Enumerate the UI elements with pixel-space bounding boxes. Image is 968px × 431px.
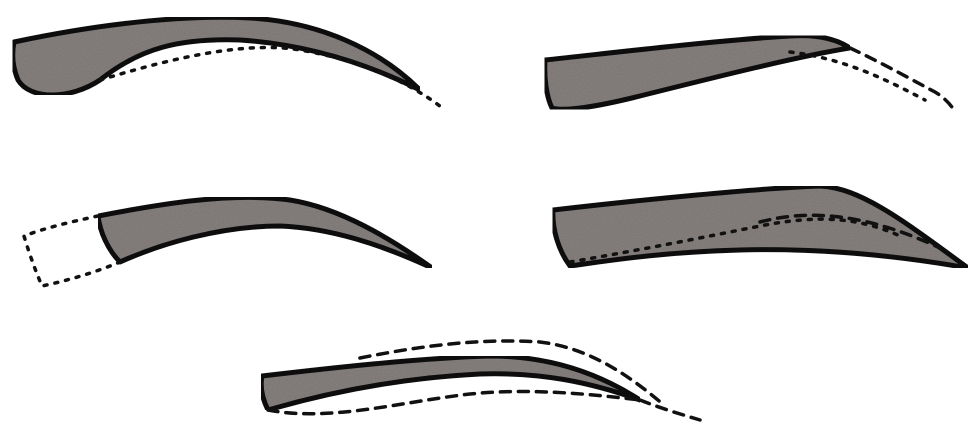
- brow-3: [24, 197, 432, 286]
- brow-2-guide-dashed: [850, 48, 955, 112]
- brow-1: [13, 17, 445, 110]
- brow-2-shape: [545, 36, 850, 110]
- brow-5: [261, 341, 700, 420]
- brow-3-shape: [98, 197, 432, 268]
- brow-4: [553, 186, 968, 268]
- brow-5-shape: [261, 356, 640, 410]
- brow-1-guide-dotted: [100, 47, 445, 110]
- brow-1-shape: [13, 17, 420, 95]
- brow-2: [545, 36, 955, 112]
- brow-5-guide-tail: [640, 400, 700, 420]
